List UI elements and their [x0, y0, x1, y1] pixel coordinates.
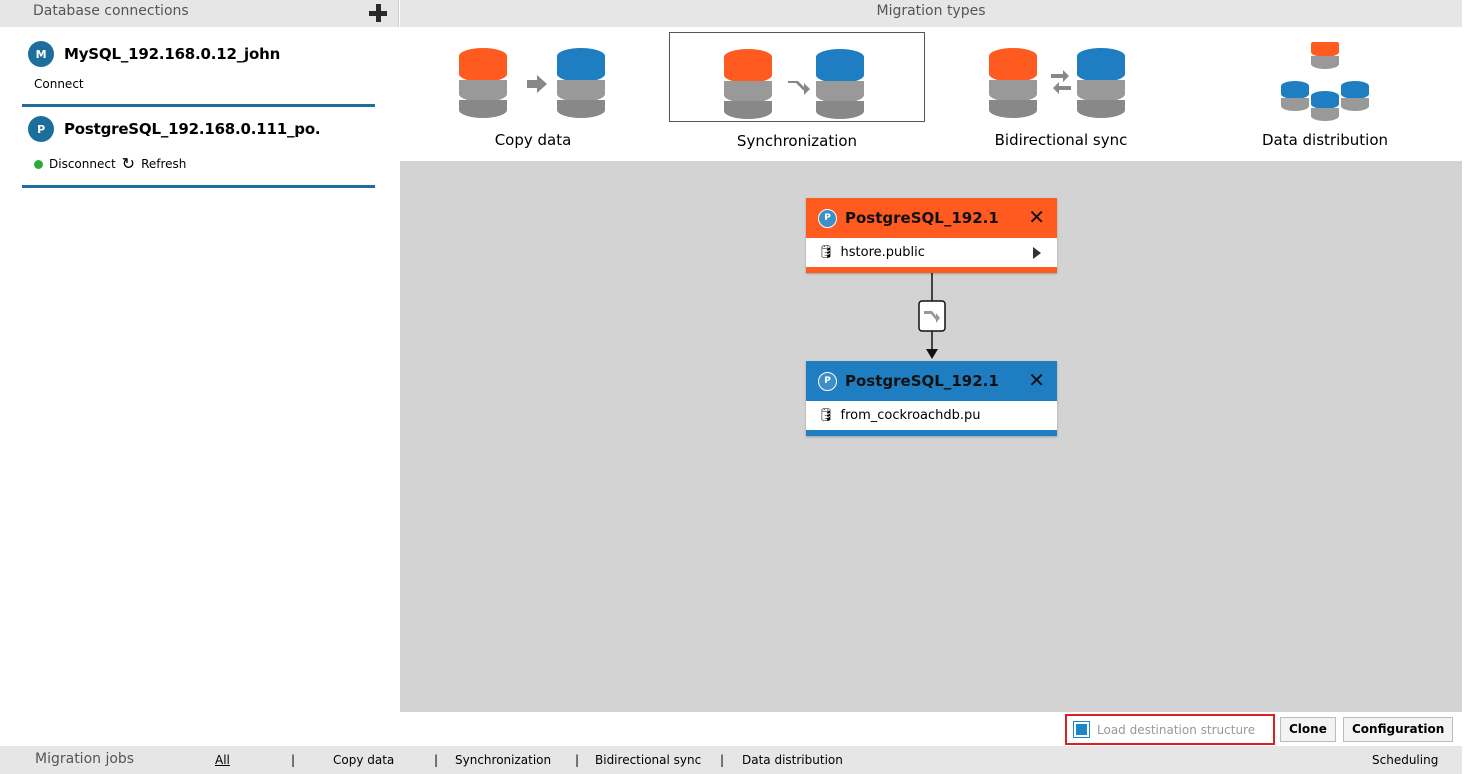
migration-jobs-bar: Migration jobs All | Copy data | Synchro…	[0, 746, 1462, 774]
synchronization-icon	[724, 49, 864, 119]
migration-type-label: Synchronization	[736, 132, 858, 150]
connection-postgresql[interactable]: P PostgreSQL_192.168.0.111_po. Disconnec…	[22, 108, 375, 188]
source-schema-name: hstore.public	[840, 245, 925, 260]
connection-mysql[interactable]: M MySQL_192.168.0.12_john Connect	[22, 33, 375, 107]
data-distribution-icon	[1281, 42, 1369, 121]
connection-actions: Connect	[34, 77, 84, 91]
connection-title: M MySQL_192.168.0.12_john	[28, 41, 280, 67]
refresh-link[interactable]: Refresh	[141, 157, 187, 171]
source-schema-row[interactable]: 🛢 hstore.public	[806, 238, 1057, 267]
load-destination-label: Load destination structure	[1097, 722, 1256, 737]
connection-actions: Disconnect ↻ Refresh	[34, 154, 187, 173]
migration-type-data-distribution[interactable]: Data distribution	[1197, 32, 1453, 149]
migration-jobs-title: Migration jobs	[35, 751, 135, 767]
load-destination-structure[interactable]: Load destination structure	[1065, 714, 1275, 745]
source-node-title: PostgreSQL_192.1	[845, 209, 999, 227]
migration-types-title: Migration types	[876, 3, 986, 19]
jobs-tab-data-distribution[interactable]: Data distribution	[742, 753, 843, 767]
database-icon: 🛢	[818, 408, 835, 423]
target-node-title: PostgreSQL_192.1	[845, 372, 999, 390]
tab-separator: |	[291, 753, 296, 767]
target-node-footer	[806, 430, 1057, 436]
connection-title: P PostgreSQL_192.168.0.111_po.	[28, 116, 321, 142]
sync-icon	[924, 311, 940, 323]
migration-type-label: Copy data	[494, 131, 572, 149]
bidirectional-sync-icon	[989, 48, 1125, 118]
configuration-button[interactable]: Configuration	[1343, 717, 1454, 742]
database-icon: 🛢	[818, 245, 835, 260]
scheduling-link[interactable]: Scheduling	[1372, 753, 1439, 767]
source-node[interactable]: P PostgreSQL_192.1 ✕ 🛢 hstore.public	[806, 198, 1057, 273]
target-schema-row[interactable]: 🛢 from_cockroachdb.pu	[806, 401, 1057, 430]
database-connections-header: Database connections	[0, 0, 399, 27]
migration-canvas[interactable]: P PostgreSQL_192.1 ✕ 🛢 hstore.public P P…	[400, 161, 1462, 712]
add-icon[interactable]	[368, 3, 388, 23]
jobs-tab-all[interactable]: All	[215, 753, 230, 767]
target-schema-name: from_cockroachdb.pu	[840, 408, 981, 423]
clone-button[interactable]: Clone	[1280, 717, 1336, 742]
connect-link[interactable]: Connect	[34, 77, 84, 91]
refresh-icon[interactable]: ↻	[121, 154, 136, 173]
tab-separator: |	[720, 753, 725, 767]
close-icon[interactable]: ✕	[1028, 205, 1045, 229]
disconnect-link[interactable]: Disconnect	[49, 157, 116, 171]
connection-name: MySQL_192.168.0.12_john	[64, 45, 281, 63]
connection-name: PostgreSQL_192.168.0.111_po.	[64, 120, 321, 138]
postgresql-icon: P	[818, 208, 837, 228]
jobs-tab-copy-data[interactable]: Copy data	[333, 753, 395, 767]
migration-type-synchronization[interactable]: Synchronization	[669, 32, 925, 150]
jobs-tab-synchronization[interactable]: Synchronization	[455, 753, 552, 767]
migration-types-header: Migration types	[400, 0, 1462, 27]
mysql-icon: M	[28, 41, 54, 67]
tab-separator: |	[434, 753, 439, 767]
target-node[interactable]: P PostgreSQL_192.1 ✕ 🛢 from_cockroachdb.…	[806, 361, 1057, 436]
copy-data-icon	[459, 48, 605, 118]
migration-type-label: Bidirectional sync	[994, 131, 1128, 149]
target-node-header: P PostgreSQL_192.1 ✕	[806, 361, 1057, 401]
migration-type-label: Data distribution	[1261, 131, 1389, 149]
database-connections-title: Database connections	[33, 3, 189, 19]
source-node-footer	[806, 267, 1057, 273]
vertical-scrollbar[interactable]	[1462, 0, 1480, 774]
migration-type-bidirectional-sync[interactable]: Bidirectional sync	[933, 32, 1189, 149]
sync-connector	[918, 273, 946, 359]
postgresql-icon: P	[818, 371, 837, 391]
source-node-header: P PostgreSQL_192.1 ✕	[806, 198, 1057, 238]
load-destination-checkbox[interactable]	[1073, 721, 1090, 738]
jobs-tab-bidirectional-sync[interactable]: Bidirectional sync	[595, 753, 702, 767]
postgresql-icon: P	[28, 116, 54, 142]
tab-separator: |	[575, 753, 580, 767]
close-icon[interactable]: ✕	[1028, 368, 1045, 392]
expand-arrow-icon[interactable]	[1033, 247, 1041, 259]
migration-type-copy-data[interactable]: Copy data	[405, 32, 661, 149]
connected-status-icon	[34, 159, 43, 169]
